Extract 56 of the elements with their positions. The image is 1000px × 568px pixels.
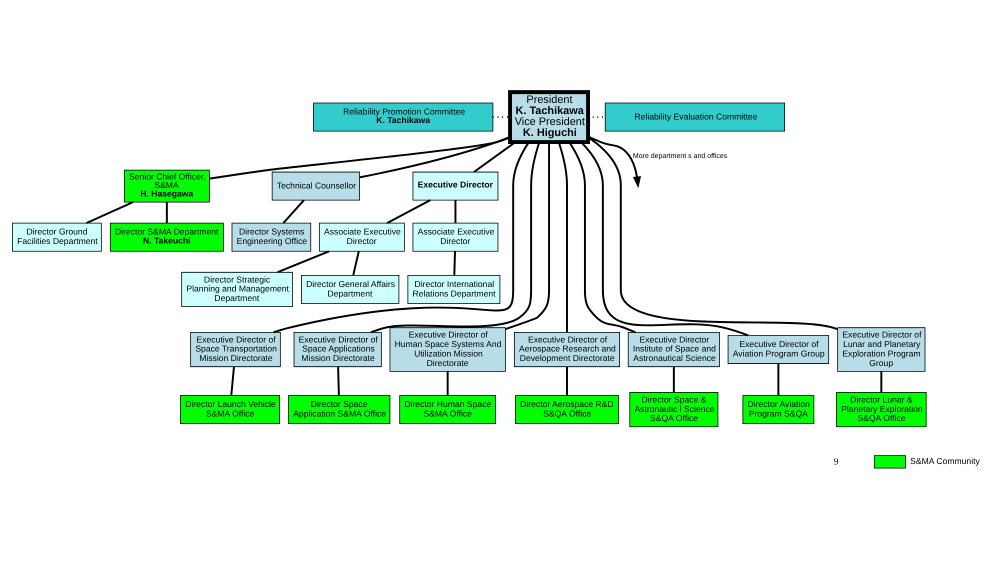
node-box: Director Launch Vehicle S&MA Office — [180, 395, 280, 424]
connector — [208, 136, 510, 180]
connector — [454, 200, 456, 224]
connector — [276, 250, 329, 274]
node-box: Executive Director of Lunar and Planetary Exploration Program Group — [836, 327, 925, 372]
connector — [282, 200, 304, 224]
legend-label: S&MA Community — [910, 456, 980, 466]
node-box: President K. Tachikawa Vice President K. Higuchi — [508, 90, 590, 144]
node-box: Executive Director Institute of Space and Astronautical Science — [627, 332, 720, 368]
connector — [386, 199, 430, 224]
node-box: Associate Executive Director — [412, 222, 498, 252]
connector — [446, 371, 448, 396]
node-box: Director Aviation Program S&QA — [742, 395, 814, 424]
node-box: Senior Chief Officer, S&MA H. Hasegawa — [123, 170, 210, 202]
connector — [85, 201, 133, 224]
node-box: Director Ground Facilities Department — [12, 222, 102, 252]
node-box: Executive Director of Human Space Systems And Utilization Mission Directorate — [389, 327, 506, 372]
node-box: Director Lunar & Planetary Exploration S&QA Office — [836, 392, 926, 428]
connector — [272, 142, 530, 334]
connector — [568, 142, 636, 334]
node-box: Director Strategic Planning and Management Department — [180, 272, 292, 307]
node-box: Director Space & Astronautic l Science S&QA Office — [628, 392, 718, 428]
node-box: Director Aerospace R&D S&QA Office — [514, 395, 618, 424]
node-box: Associate Executive Director — [318, 222, 404, 252]
connector — [557, 142, 568, 332]
node-box: Executive Director of Space Applications Mission Directorate — [293, 332, 382, 368]
node-box: Director Systems Engineering Office — [231, 222, 311, 252]
connector — [352, 251, 360, 276]
node-box: Executive Director — [412, 172, 498, 201]
node-box: Director General Affairs Department — [300, 275, 399, 304]
connector — [566, 366, 568, 396]
connector — [336, 366, 340, 396]
node-box: Reliability Evaluation Committee — [604, 102, 784, 132]
connector — [776, 364, 779, 396]
connector — [504, 142, 550, 330]
node-box: Executive Director of Aerospace Research and Development Directorate — [513, 332, 620, 368]
connector — [230, 366, 234, 396]
node-box: Executive Director of Aviation Program Group — [727, 335, 829, 364]
node-box: Executive Director of Space Transportation Mission Directorate — [190, 332, 280, 368]
node-box: Director Human Space S&MA Office — [398, 395, 496, 424]
connector — [672, 366, 674, 392]
node-box: Director Space Application S&MA Office — [288, 395, 390, 424]
label: 9 — [833, 457, 838, 468]
arrow — [587, 136, 641, 188]
node-box: Director S&MA Department N. Takeuchi — [109, 222, 224, 252]
node-box: Reliability Promotion Committee K. Tachikawa — [312, 102, 493, 132]
node-box: Director International Relations Department — [406, 275, 500, 304]
connector — [358, 136, 510, 178]
connector — [452, 251, 456, 276]
connector — [472, 141, 516, 173]
connector — [587, 136, 838, 330]
connector — [580, 142, 748, 336]
connector — [370, 142, 540, 334]
node-box: Technical Counsellor — [271, 172, 360, 201]
connector — [880, 371, 882, 392]
connector — [165, 202, 168, 223]
